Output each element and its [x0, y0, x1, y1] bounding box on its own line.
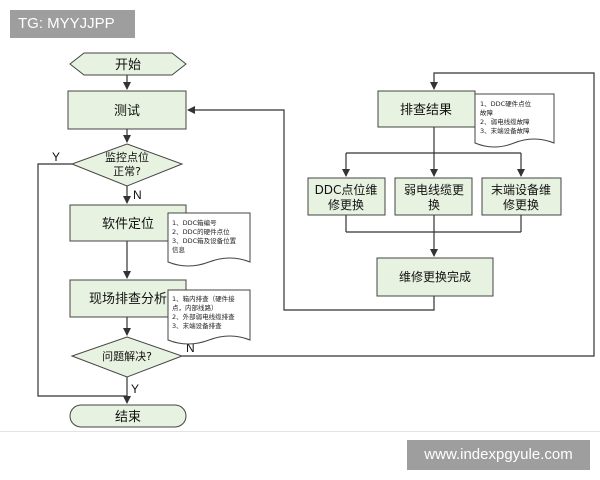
note-software-line-2: 2、DDC的硬件点位: [172, 227, 230, 236]
node-done-label: 维修更换完成: [399, 269, 471, 284]
tg-watermark: TG: MYYJJPP: [10, 10, 135, 38]
note-field-line-3: 2、外部弱电线缆排查: [172, 312, 235, 321]
note-field: 1、箱内排查（硬件接 点，内部线路） 2、外部弱电线缆排查 3、末端设备排查: [167, 289, 251, 345]
node-fix-ddc-line-1: DDC点位维: [315, 182, 378, 197]
node-check: 监控点位 正常?: [70, 143, 184, 187]
node-fix-terminal-line-2: 修更换: [503, 197, 539, 212]
note-software: 1、DDC箱编号 2、DDC的硬件点位 3、DDC箱及设备位置 信息: [167, 212, 251, 267]
node-field-label: 现场排查分析: [89, 292, 167, 307]
note-result-line-4: 3、末端设备故障: [480, 126, 530, 135]
node-fix-terminal: 末端设备维 修更换: [481, 177, 562, 216]
node-solved-label: 问题解决?: [102, 349, 152, 363]
node-result-label: 排查结果: [400, 103, 452, 118]
edge-label-solved-yes: Y: [131, 382, 139, 396]
edge-label-solved-no: N: [186, 341, 195, 355]
node-software-label: 软件定位: [102, 217, 154, 232]
bottom-divider: [0, 431, 600, 432]
node-done: 维修更换完成: [376, 257, 494, 297]
note-software-line-3: 3、DDC箱及设备位置: [172, 236, 237, 245]
node-start-label: 开始: [115, 58, 141, 73]
note-result: 1、DDC硬件点位 故障 2、弱电线缆故障 3、末端设备故障: [474, 93, 555, 148]
note-field-line-2: 点，内部线路）: [172, 303, 218, 312]
node-end-label: 结束: [115, 410, 141, 425]
edge-check-yes-to-end: [37, 163, 127, 397]
note-field-line-4: 3、末端设备排查: [172, 321, 222, 330]
edge-done-to-test: [187, 106, 435, 311]
node-fix-terminal-line-1: 末端设备维: [491, 183, 551, 197]
node-start: 开始: [69, 52, 187, 76]
edge-label-check-no: N: [133, 188, 142, 202]
node-fix-cable-line-2: 换: [428, 198, 440, 212]
node-end: 结束: [69, 404, 187, 428]
node-software: 软件定位: [69, 204, 187, 242]
node-fix-ddc-line-2: 修更换: [328, 197, 364, 212]
connectors: [37, 72, 595, 404]
edge-solved-no-to-result: [182, 72, 595, 357]
note-field-line-1: 1、箱内排查（硬件接: [172, 294, 235, 303]
node-test: 测试: [67, 90, 187, 130]
node-result: 排查结果: [377, 90, 476, 128]
note-result-line-2: 故障: [480, 108, 494, 117]
node-check-label-1: 监控点位: [105, 150, 149, 164]
site-watermark: www.indexpgyule.com: [407, 440, 590, 470]
node-fix-ddc: DDC点位维 修更换: [307, 177, 386, 216]
node-fix-cable: 弱电线缆更 换: [394, 177, 473, 216]
note-software-line-4: 信息: [172, 245, 186, 254]
edge-label-check-yes: Y: [52, 150, 60, 164]
node-fix-cable-line-1: 弱电线缆更: [404, 183, 464, 197]
note-result-line-1: 1、DDC硬件点位: [480, 99, 532, 108]
node-test-label: 测试: [114, 104, 140, 119]
note-software-line-1: 1、DDC箱编号: [172, 218, 217, 227]
note-result-line-3: 2、弱电线缆故障: [480, 117, 530, 126]
node-check-label-2: 正常?: [113, 165, 141, 178]
node-solved: 问题解决?: [70, 336, 184, 378]
